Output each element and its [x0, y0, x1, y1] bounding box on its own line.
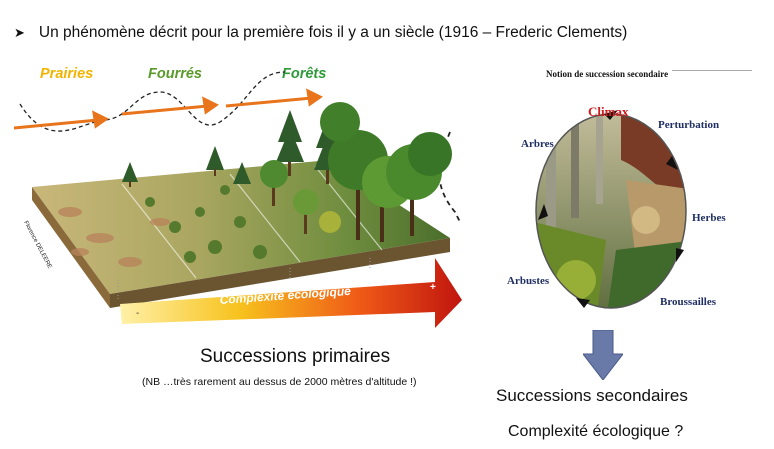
cycle-label-climax: Climax: [588, 104, 629, 119]
header-bullet: ➤ Un phénomène décrit pour la première f…: [14, 24, 627, 42]
secondary-caption: Successions secondaires: [496, 386, 688, 405]
cycle-arrowheads: [538, 110, 684, 308]
down-arrow-icon: [583, 330, 623, 380]
cycle-label-arbustes: Arbustes: [507, 275, 550, 287]
primary-caption: Successions primaires: [200, 346, 391, 367]
cycle-label-broussailles: Broussailles: [660, 296, 717, 308]
stage-label-fourres: Fourrés: [148, 66, 202, 82]
primary-succession-illustration: Florence DELEERE Complexité écologique -…: [13, 71, 462, 328]
illustration-credit: Florence DELEERE: [22, 220, 52, 270]
bullet-arrow-icon: ➤: [14, 25, 25, 40]
secondary-question: Complexité écologique ?: [508, 423, 684, 440]
secondary-title: Notion de succession secondaire: [546, 69, 669, 79]
header-text: Un phénomène décrit pour la première foi…: [38, 24, 628, 41]
cycle-label-arbres: Arbres: [521, 138, 554, 150]
complexity-plus: +: [430, 282, 436, 293]
complexity-minus: -: [136, 308, 139, 319]
complexity-arrow: [120, 258, 462, 328]
stage-label-prairies: Prairies: [40, 66, 94, 82]
cycle-label-perturbation: Perturbation: [658, 119, 720, 131]
title-divider: [672, 70, 752, 71]
cycle-label-herbes: Herbes: [692, 212, 726, 224]
stage-label-forets: Forêts: [282, 66, 327, 82]
progression-arrows: [13, 88, 323, 130]
secondary-cycle-illustration: [535, 110, 687, 309]
primary-note: (NB …très rarement au dessus de 2000 mèt…: [142, 376, 417, 388]
succession-dashed-curve: [19, 71, 286, 132]
